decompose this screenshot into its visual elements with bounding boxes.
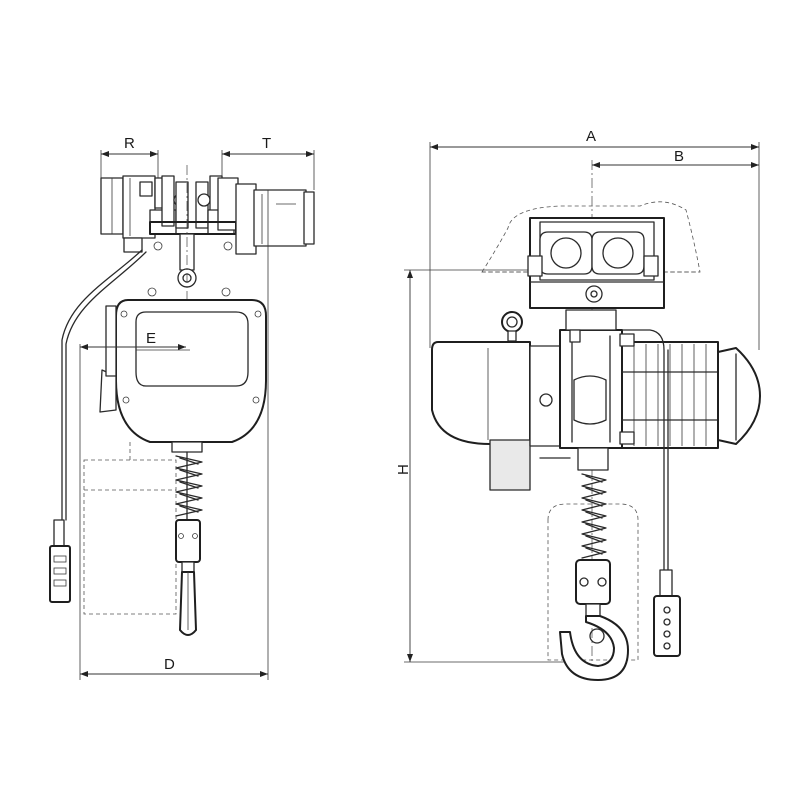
dimension-label-b: B bbox=[674, 148, 684, 165]
front-chain-bag bbox=[547, 503, 639, 661]
dimension-h: H bbox=[395, 269, 576, 663]
hook-block bbox=[175, 519, 201, 636]
dimension-d: D bbox=[79, 190, 269, 680]
dimension-label-a: A bbox=[586, 128, 596, 145]
dimension-label-r: R bbox=[124, 135, 135, 152]
beam-outline bbox=[481, 201, 701, 273]
front-view: A B H bbox=[395, 128, 761, 681]
dimension-label-d: D bbox=[164, 656, 175, 673]
trolley-front bbox=[527, 217, 665, 309]
hoist-motor bbox=[619, 333, 761, 449]
side-view: R T bbox=[49, 135, 315, 680]
front-pendant bbox=[621, 329, 681, 657]
front-hook bbox=[559, 559, 629, 681]
dimension-r: R bbox=[100, 135, 159, 182]
dimension-label-e: E bbox=[146, 330, 156, 347]
dimension-label-t: T bbox=[262, 135, 271, 152]
pendant-switch bbox=[49, 519, 71, 603]
dimension-a: A bbox=[429, 128, 760, 350]
hoist-drum bbox=[559, 309, 623, 449]
load-chain-spring bbox=[171, 441, 203, 523]
eye-bolt bbox=[501, 311, 523, 342]
control-cable bbox=[61, 249, 143, 521]
dimension-e: E bbox=[80, 330, 186, 350]
front-chain-spring bbox=[577, 447, 609, 559]
dimension-t: T bbox=[221, 135, 315, 190]
hoist-body bbox=[99, 287, 267, 443]
dimension-label-h: H bbox=[395, 464, 412, 475]
gearbox bbox=[431, 341, 571, 491]
chain-bag bbox=[83, 442, 177, 615]
trolley-assembly bbox=[100, 165, 315, 440]
